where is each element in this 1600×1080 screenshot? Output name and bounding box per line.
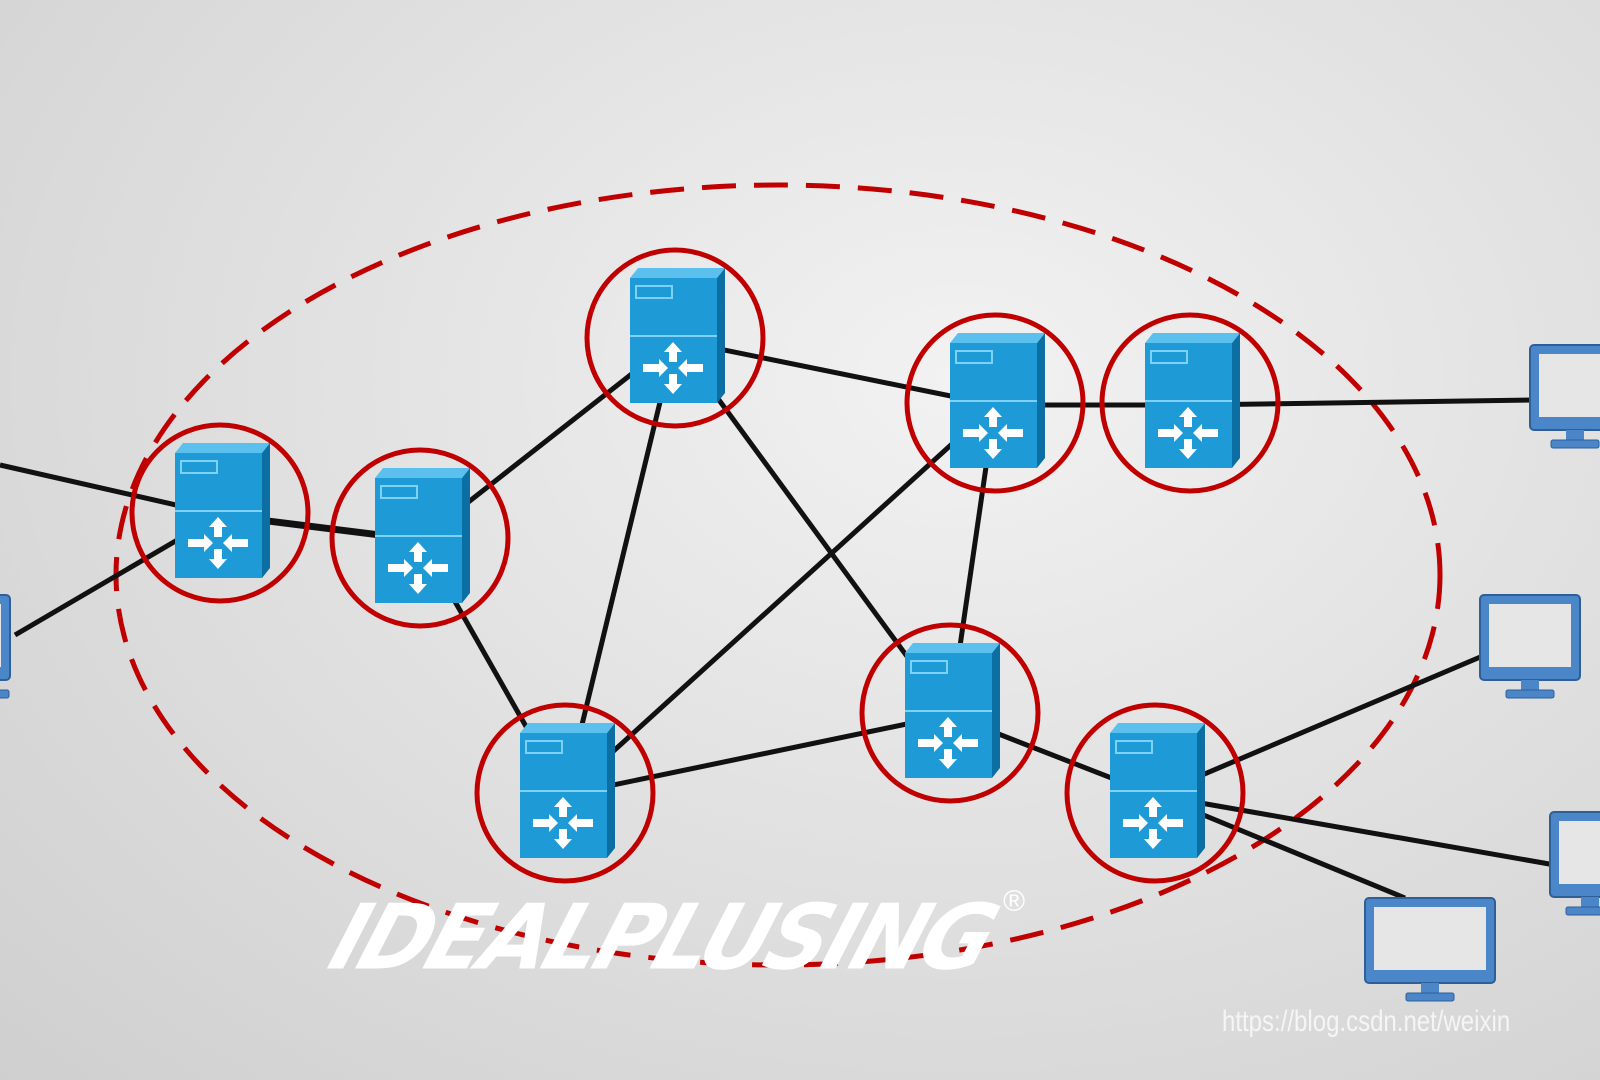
router-r1 xyxy=(129,422,311,604)
router-arrows-icon xyxy=(1123,797,1183,849)
computer-icon xyxy=(1364,897,1496,1002)
link-r6-r4 xyxy=(563,403,997,797)
link-r3-r6 xyxy=(562,339,678,796)
router-ring xyxy=(1064,702,1246,884)
router-r3 xyxy=(584,247,766,429)
watermark-url: https://blog.csdn.net/weixin xyxy=(1222,1005,1511,1038)
router-ring xyxy=(474,702,656,884)
router-arrows-icon xyxy=(188,517,248,569)
link-r6-r7 xyxy=(564,712,951,798)
router-ring xyxy=(904,312,1086,494)
router-arrows-icon xyxy=(963,407,1023,459)
router-arrows-icon xyxy=(643,342,703,394)
computer-icon xyxy=(0,594,11,699)
router-r6 xyxy=(474,702,656,884)
link-r5-pc1 xyxy=(1189,397,1536,408)
network-boundary xyxy=(113,182,1443,968)
computer-icon xyxy=(1479,594,1581,699)
router-ring xyxy=(1099,312,1281,494)
router-arrows-icon xyxy=(388,542,448,594)
router-ring xyxy=(329,447,511,629)
router-arrows-icon xyxy=(918,717,978,769)
router-arrows-icon xyxy=(1158,407,1218,459)
link-r8-pc3 xyxy=(1154,792,1556,868)
link-r8-pc2 xyxy=(1154,652,1486,798)
router-r7 xyxy=(859,622,1041,804)
router-ring xyxy=(129,422,311,604)
watermark-logo: IDEALPLUSING xyxy=(317,885,1008,991)
computer-icon xyxy=(1529,344,1600,449)
router-ring xyxy=(859,622,1041,804)
router-ring xyxy=(584,247,766,429)
computer-icon xyxy=(1549,811,1600,916)
registered-mark: ® xyxy=(1003,885,1026,918)
router-r4 xyxy=(904,312,1086,494)
router-r8 xyxy=(1064,702,1246,884)
router-r5 xyxy=(1099,312,1281,494)
router-r2 xyxy=(329,447,511,629)
link-r3-r4 xyxy=(674,337,996,408)
link-r3-r7 xyxy=(672,338,953,717)
router-arrows-icon xyxy=(533,797,593,849)
